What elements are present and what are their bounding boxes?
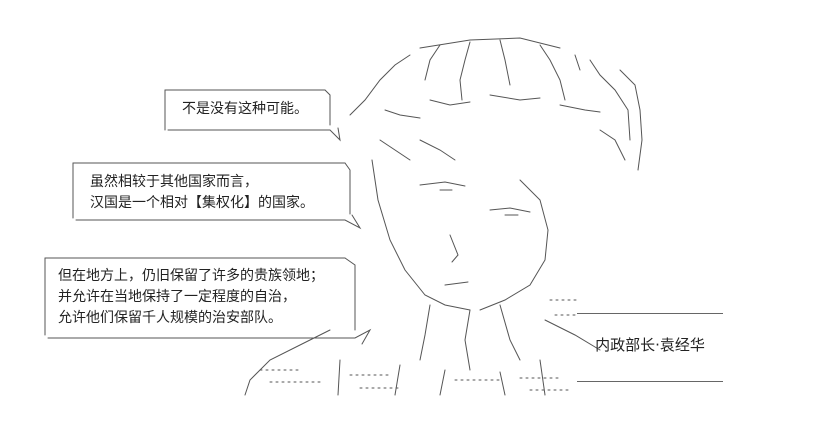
bubble-line: 汉国是一个相对【集权化】的国家。 — [90, 195, 314, 211]
speech-bubble-2: 虽然相较于其他国家而言， 汉国是一个相对【集权化】的国家。 — [90, 172, 314, 214]
speech-bubble-1: 不是没有这种可能。 — [182, 99, 308, 120]
bubble-line: 不是没有这种可能。 — [182, 101, 308, 117]
speech-bubble-3: 但在地方上，仍旧保留了许多的贵族领地； 并允许在当地保持了一定程度的自治， 允许… — [58, 266, 324, 329]
bubble-line: 虽然相较于其他国家而言， — [90, 174, 258, 190]
bubble-line: 但在地方上，仍旧保留了许多的贵族领地； — [58, 268, 324, 284]
bubble-line: 并允许在当地保持了一定程度的自治， — [58, 289, 296, 305]
bubble-line: 允许他们保留千人规模的治安部队。 — [58, 310, 282, 326]
character-nameplate: 内政部长·袁经华 — [577, 313, 723, 382]
nameplate-label: 内政部长·袁经华 — [595, 336, 705, 354]
